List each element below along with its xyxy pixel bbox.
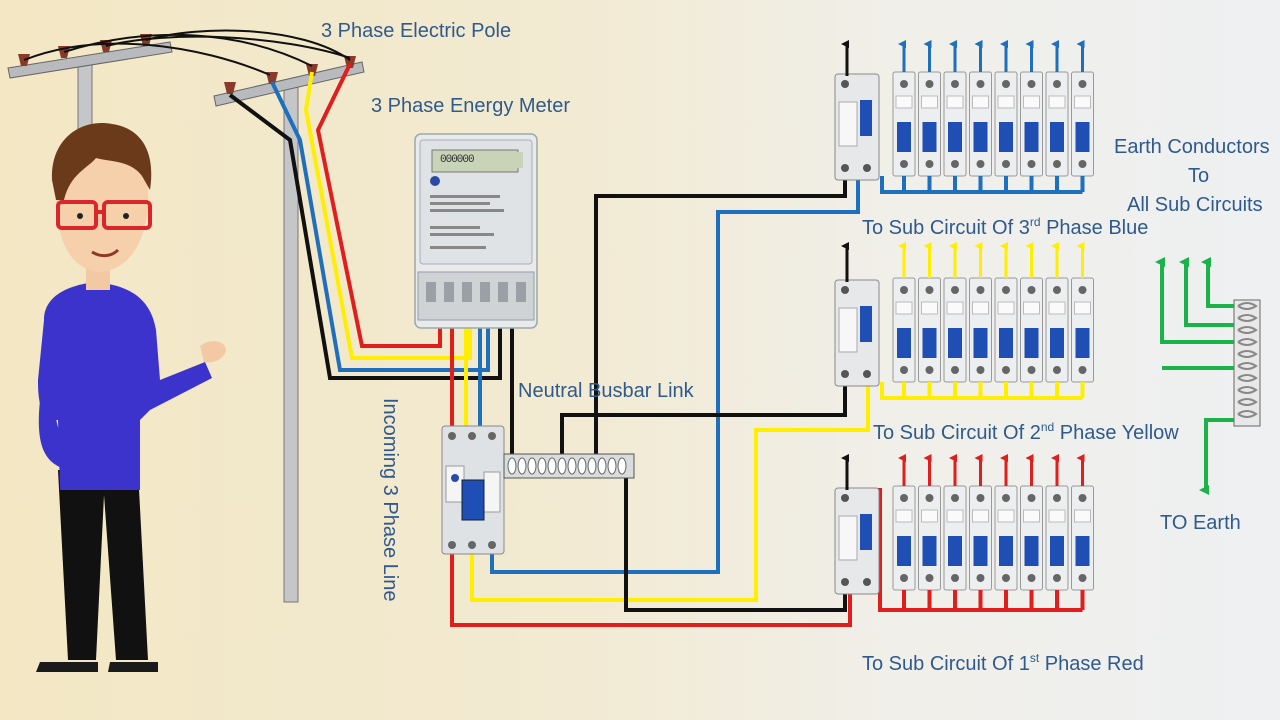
mcb-breaker	[1020, 71, 1043, 177]
rccb	[834, 279, 880, 387]
meter-display: 000000	[437, 152, 523, 168]
mcb-breaker	[1045, 71, 1069, 177]
mcb-breaker	[918, 71, 941, 177]
main-breaker-outgoing-wires	[450, 172, 870, 627]
mcb-breaker	[1045, 485, 1069, 591]
blue-label-pre: To Sub Circuit Of 3	[862, 217, 1030, 239]
busbar-terminal	[537, 457, 547, 475]
mcb-breaker	[994, 277, 1018, 383]
incoming-line-label: Incoming 3 Phase Line	[379, 398, 401, 602]
mcb-breaker	[1045, 277, 1069, 383]
yellow-sub-circuit-label: To Sub Circuit Of 2nd Phase Yellow	[873, 421, 1179, 443]
neutral-wires	[560, 176, 847, 612]
earth-wires	[1155, 257, 1234, 495]
mcb-breaker	[943, 485, 967, 591]
earth-busbar	[1233, 299, 1261, 427]
mcb-breaker	[918, 485, 941, 591]
blue-label-post: Phase Blue	[1040, 217, 1149, 239]
mcb-breaker	[969, 485, 992, 591]
busbar-terminal	[597, 457, 607, 475]
neutral-busbar	[503, 453, 635, 479]
red-sub-circuit-label: To Sub Circuit Of 1st Phase Red	[862, 652, 1144, 674]
pole-label: 3 Phase Electric Pole	[321, 20, 512, 42]
mcb-breaker	[1020, 485, 1043, 591]
mcb-breaker	[1071, 71, 1094, 177]
mcb-breaker	[1071, 485, 1094, 591]
rccb	[834, 487, 880, 595]
busbar-terminal	[517, 457, 527, 475]
mcb-breaker	[969, 71, 992, 177]
yellow-label-post: Phase Yellow	[1054, 422, 1179, 444]
busbar-terminal	[567, 457, 577, 475]
red-label-post: Phase Red	[1039, 653, 1144, 675]
busbar-terminal	[557, 457, 567, 475]
pole-to-meter-wires	[228, 63, 502, 380]
busbar-terminal	[617, 457, 627, 475]
earth-conductors-label-3: All Sub Circuits	[1127, 194, 1263, 216]
rccb	[834, 73, 880, 181]
mcb-breaker	[943, 277, 967, 383]
blue-sub-circuit-label: To Sub Circuit Of 3rd Phase Blue	[862, 216, 1148, 238]
busbar-terminal	[577, 457, 587, 475]
mcb-breaker	[1020, 277, 1043, 383]
earth-conductors-label-2: To	[1188, 165, 1210, 187]
mcb-breaker	[918, 277, 941, 383]
meter-label: 3 Phase Energy Meter	[371, 95, 570, 117]
busbar-terminal	[607, 457, 617, 475]
red-label-pre: To Sub Circuit Of 1	[862, 653, 1030, 675]
mcb-breaker	[892, 485, 916, 591]
main-breaker	[441, 425, 505, 555]
mcb-breaker	[969, 277, 992, 383]
mcb-breaker	[994, 71, 1018, 177]
mcb-breaker	[943, 71, 967, 177]
busbar-terminal	[527, 457, 537, 475]
busbar-terminal	[507, 457, 517, 475]
red-label-sup: st	[1029, 651, 1040, 665]
mcb-breaker	[994, 485, 1018, 591]
earth-conductors-label-1: Earth Conductors	[1114, 136, 1270, 158]
yellow-label-sup: nd	[1040, 420, 1055, 434]
blue-label-sup: rd	[1029, 215, 1041, 229]
mcb-breaker	[892, 71, 916, 177]
busbar-label: Neutral Busbar Link	[518, 380, 694, 402]
busbar-terminal	[587, 457, 597, 475]
blue-phase-breaker-row	[834, 40, 1094, 194]
to-earth-label: TO Earth	[1160, 512, 1241, 534]
mcb-breaker	[1071, 277, 1094, 383]
busbar-terminal	[547, 457, 557, 475]
mcb-breaker	[892, 277, 916, 383]
red-phase-breaker-row	[834, 454, 1094, 612]
yellow-phase-breaker-row	[834, 242, 1094, 400]
presenter-person	[36, 123, 226, 672]
yellow-label-pre: To Sub Circuit Of 2	[873, 422, 1041, 444]
